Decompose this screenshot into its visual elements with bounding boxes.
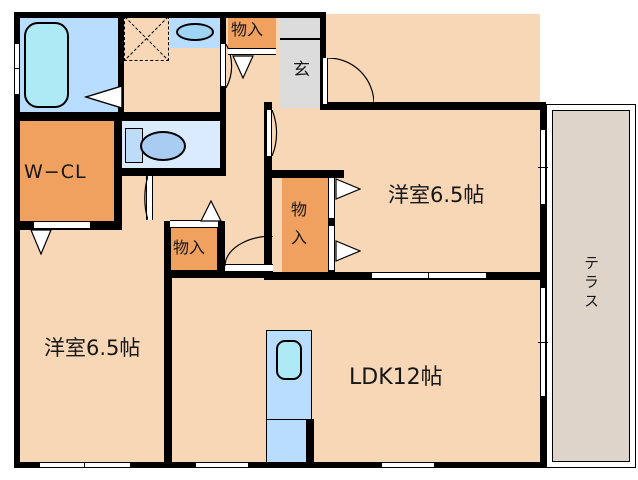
wall-top-ldk-head bbox=[320, 102, 546, 110]
ldk-window-left[interactable] bbox=[196, 462, 248, 468]
bathroom-window[interactable] bbox=[14, 44, 20, 94]
genkan-area bbox=[280, 14, 324, 108]
wall-bedroom-west-right bbox=[164, 270, 172, 468]
ldk-window-right[interactable] bbox=[382, 462, 434, 468]
ldk-label: LDK12帖 bbox=[349, 365, 443, 390]
wall-closet-east-top bbox=[264, 170, 344, 178]
kitchen-sink-bowl bbox=[276, 340, 302, 380]
genkan-step-line bbox=[280, 38, 324, 40]
closet-top-door[interactable] bbox=[228, 48, 276, 55]
wall-kitchen-stub bbox=[306, 419, 314, 466]
closet-top bbox=[228, 14, 276, 52]
ldk-terrace-door-mullion bbox=[538, 342, 548, 343]
toilet-bowl bbox=[140, 131, 186, 161]
wall-hallcloset-bottom bbox=[164, 270, 225, 278]
closet-top-arrow bbox=[232, 55, 254, 79]
kitchen-counter-divider bbox=[266, 419, 312, 420]
wall-closet-east-left bbox=[264, 170, 272, 280]
closet-top-label: 物入 bbox=[231, 20, 264, 39]
washroom-door-swing[interactable] bbox=[226, 44, 268, 88]
ldk-corridor-door-leaf[interactable] bbox=[225, 264, 273, 272]
bedroom-east-terrace-door-mullion bbox=[538, 167, 548, 168]
closet-east-arrow-upper bbox=[335, 178, 361, 200]
closet-east-label-top: 物 bbox=[291, 200, 308, 219]
walk-in-closet-arrow bbox=[30, 229, 52, 255]
closet-east-door-upper[interactable] bbox=[328, 178, 335, 218]
closet-east-arrow-lower bbox=[335, 240, 361, 262]
bathroom-window-mullion bbox=[14, 68, 20, 69]
wall-left-exterior bbox=[14, 12, 20, 468]
walk-in-closet-area bbox=[18, 121, 114, 222]
wall-bottom-exterior bbox=[14, 462, 546, 468]
bedroom-west-window-mullion bbox=[84, 462, 85, 468]
closet-east-label-bottom: 入 bbox=[291, 228, 308, 247]
bedroom-east-door-leaf[interactable] bbox=[266, 110, 272, 156]
ldk-corridor-door-swing[interactable] bbox=[225, 236, 273, 266]
genkan-door-leaf[interactable] bbox=[322, 58, 328, 104]
toilet-door-leaf[interactable] bbox=[146, 176, 153, 220]
closet-hall-label: 物入 bbox=[173, 238, 206, 257]
wall-hallcloset-left bbox=[164, 221, 171, 278]
bedroom-east-window-bottom-mullion bbox=[428, 272, 429, 279]
toilet-door-swing[interactable] bbox=[124, 176, 148, 220]
washer-x-mark bbox=[124, 16, 169, 61]
bedroom-east-label: 洋室6.5帖 bbox=[388, 183, 485, 207]
wall-corridor-bottom bbox=[225, 270, 272, 278]
terrace-label: テラス bbox=[582, 255, 600, 312]
wall-wcl-right bbox=[114, 112, 122, 230]
washroom-door-leaf[interactable] bbox=[220, 44, 226, 86]
walk-in-closet-label: W−CL bbox=[24, 161, 87, 183]
closet-hall-arrow bbox=[200, 200, 222, 222]
bath-door[interactable] bbox=[84, 84, 124, 110]
closet-hall-door[interactable] bbox=[170, 220, 218, 228]
walk-in-closet-door[interactable] bbox=[34, 221, 90, 229]
genkan-label: 玄 bbox=[293, 60, 310, 80]
wall-toilet-bottom bbox=[114, 168, 226, 176]
closet-east bbox=[282, 176, 329, 274]
terrace-area bbox=[552, 110, 630, 462]
wall-bath-right bbox=[118, 12, 124, 118]
wash-basin bbox=[176, 23, 214, 41]
wall-hallcloset-right bbox=[217, 221, 225, 278]
bedroom-east-window-bottom[interactable] bbox=[372, 272, 486, 279]
closet-hall bbox=[170, 227, 218, 272]
wall-right-exterior bbox=[540, 102, 546, 468]
bathtub bbox=[24, 22, 69, 108]
bedroom-east-door-swing[interactable] bbox=[272, 110, 306, 156]
wall-top-bath bbox=[14, 12, 326, 18]
wall-toilet-right bbox=[220, 112, 226, 176]
wall-closet-east-bottom bbox=[264, 272, 335, 280]
bedroom-west-label: 洋室6.5帖 bbox=[44, 336, 141, 360]
closet-east-door-lower[interactable] bbox=[328, 226, 335, 270]
genkan-door-swing[interactable] bbox=[328, 58, 374, 104]
wall-closet-east-right bbox=[328, 170, 335, 280]
bedroom-west-window[interactable] bbox=[40, 462, 130, 468]
